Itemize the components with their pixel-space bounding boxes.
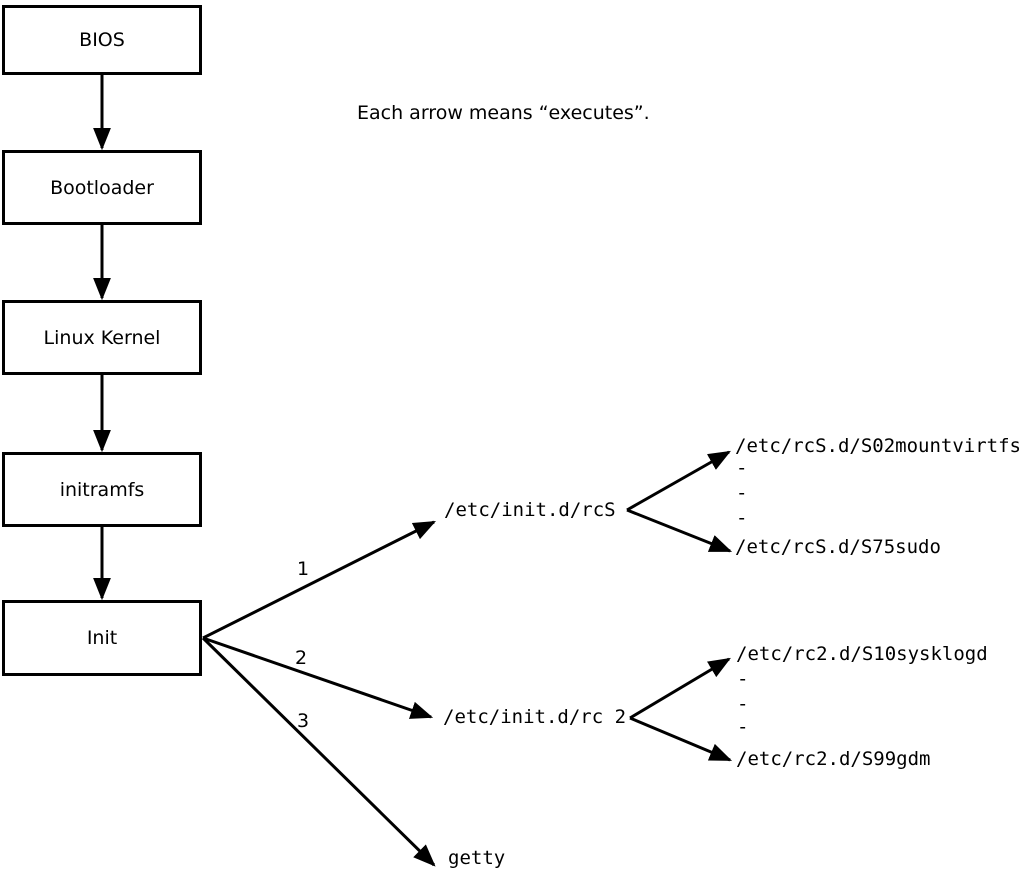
rc2-child-dash-3: - bbox=[737, 716, 749, 738]
bios-box: BIOS bbox=[2, 5, 202, 75]
rcs-child-dash-1: - bbox=[736, 457, 748, 479]
initramfs-box: initramfs bbox=[2, 452, 202, 527]
arrow-rcs-to-first-script bbox=[626, 450, 731, 512]
rcs-child-s75sudo: /etc/rcS.d/S75sudo bbox=[735, 536, 941, 558]
init-label: Init bbox=[86, 627, 118, 649]
rcs-node-label: /etc/init.d/rcS bbox=[444, 499, 616, 521]
arrow-rc2-to-first-script bbox=[629, 657, 731, 720]
linux-kernel-box: Linux Kernel bbox=[2, 300, 202, 375]
arrow-init-to-rcs bbox=[202, 520, 437, 640]
linux-kernel-label: Linux Kernel bbox=[43, 326, 161, 349]
edge-label-1: 1 bbox=[297, 558, 310, 580]
getty-node-label: getty bbox=[448, 847, 506, 869]
rcs-child-dash-2: - bbox=[736, 482, 748, 504]
rc2-child-s99gdm: /etc/rc2.d/S99gdm bbox=[736, 748, 931, 770]
edge-label-3: 3 bbox=[297, 710, 310, 732]
rcs-child-s02mountvirtfs: /etc/rcS.d/S02mountvirtfs bbox=[735, 435, 1021, 457]
initramfs-label: initramfs bbox=[59, 478, 145, 501]
caption: Each arrow means “executes”. bbox=[357, 102, 650, 124]
arrow-init-to-getty bbox=[201, 636, 436, 867]
init-box: Init bbox=[2, 600, 202, 676]
arrow-rc2-to-last-script bbox=[629, 716, 733, 762]
bootloader-label: Bootloader bbox=[50, 176, 154, 199]
arrow-init-to-rc2 bbox=[202, 636, 434, 719]
edge-label-2: 2 bbox=[295, 647, 308, 669]
rc2-child-s10sysklogd: /etc/rc2.d/S10sysklogd bbox=[736, 643, 988, 665]
bios-label: BIOS bbox=[79, 29, 125, 51]
rc2-node-label: /etc/init.d/rc 2 bbox=[443, 706, 627, 728]
rcs-child-dash-3: - bbox=[736, 507, 748, 529]
arrow-rcs-to-last-script bbox=[626, 508, 733, 553]
rc2-child-dash-2: - bbox=[737, 693, 749, 715]
rc2-child-dash-1: - bbox=[737, 668, 749, 690]
bootloader-box: Bootloader bbox=[2, 150, 202, 225]
